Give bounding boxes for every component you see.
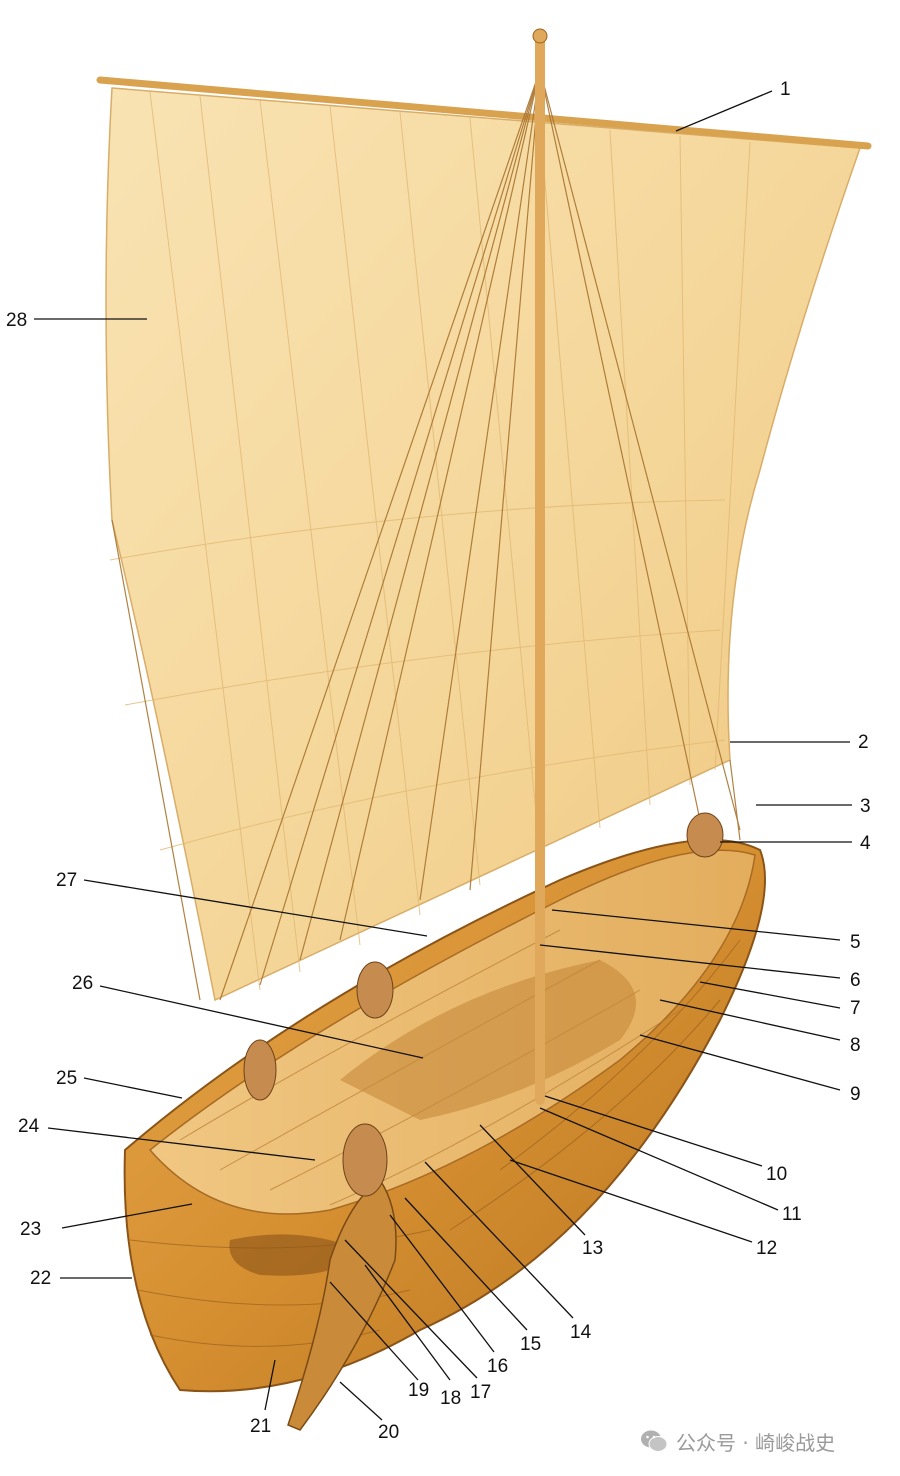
- callout-13: 13: [582, 1238, 603, 1259]
- rigging: [111, 69, 741, 1001]
- callout-6: 6: [850, 970, 861, 991]
- callout-3: 3: [860, 796, 871, 817]
- callout-16: 16: [487, 1356, 508, 1377]
- rudder: [287, 1178, 397, 1431]
- callout-21: 21: [250, 1416, 271, 1437]
- callout-18: 18: [440, 1388, 461, 1409]
- mast-head: [532, 28, 548, 44]
- sail-seams: [109, 91, 751, 991]
- callout-26: 26: [72, 973, 93, 994]
- callout-20: 20: [378, 1422, 399, 1443]
- yard: [96, 76, 872, 150]
- callout-25: 25: [56, 1068, 77, 1089]
- watermark: 公众号 · 崎峻战史: [640, 1424, 835, 1458]
- callout-17: 17: [470, 1382, 491, 1403]
- callout-10: 10: [766, 1164, 787, 1185]
- callout-1: 1: [780, 79, 791, 100]
- callout-7: 7: [850, 998, 861, 1019]
- callout-9: 9: [850, 1084, 861, 1105]
- callout-27: 27: [56, 870, 77, 891]
- wechat-logo-icon: [641, 1430, 668, 1452]
- callouts: 1 2 3 4 5 6 7 8 9 10 11 12 13 14 15 16 1: [6, 79, 871, 1443]
- callout-4: 4: [860, 833, 871, 854]
- callout-2: 2: [858, 732, 869, 753]
- callout-11: 11: [782, 1204, 802, 1225]
- watermark-text: 公众号 · 崎峻战史: [676, 1430, 836, 1455]
- stern-hatch: [229, 1234, 360, 1276]
- callout-23: 23: [20, 1219, 41, 1240]
- callout-15: 15: [520, 1334, 541, 1355]
- callout-24: 24: [18, 1116, 40, 1137]
- callout-22: 22: [30, 1268, 51, 1289]
- sail: [105, 87, 862, 1002]
- cargo-hold: [340, 960, 636, 1120]
- callout-5: 5: [850, 932, 861, 953]
- callout-28: 28: [6, 310, 27, 331]
- callout-14: 14: [570, 1322, 592, 1343]
- callout-8: 8: [850, 1035, 861, 1056]
- callout-12: 12: [756, 1238, 777, 1259]
- callout-19: 19: [408, 1380, 429, 1401]
- crew-figures: [243, 812, 724, 1197]
